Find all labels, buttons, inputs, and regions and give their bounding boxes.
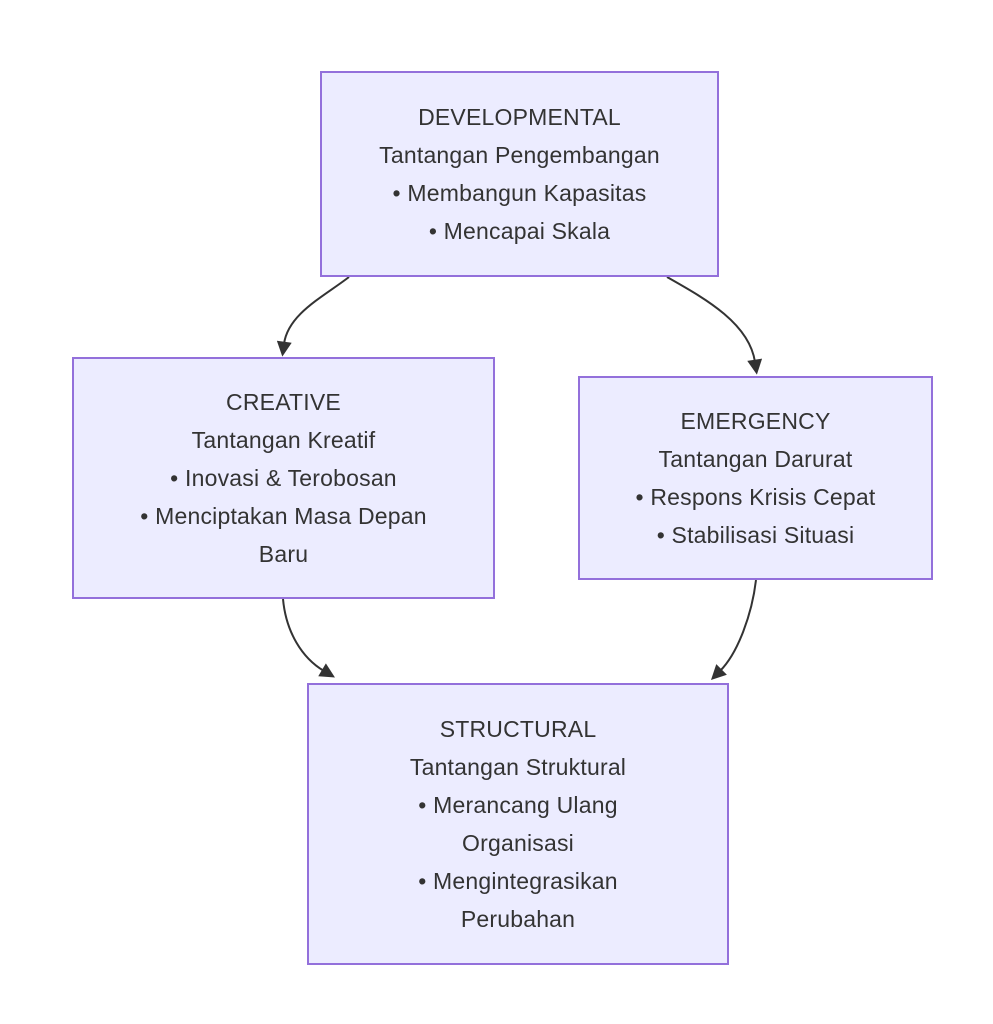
node-bullet: • Menciptakan Masa Depan <box>140 503 427 529</box>
node-bullet: • Mencapai Skala <box>428 218 611 244</box>
node-title: EMERGENCY <box>680 408 831 434</box>
node-bullet: • Merancang Ulang <box>418 792 618 818</box>
node-developmental: DEVELOPMENTAL Tantangan Pengembangan • M… <box>320 71 719 277</box>
node-line: Tantangan Kreatif <box>191 427 376 453</box>
node-creative: CREATIVE Tantangan Kreatif • Inovasi & T… <box>72 357 495 599</box>
node-bullet-continuation: Baru <box>258 541 309 567</box>
node-bullet: • Membangun Kapasitas <box>392 180 647 206</box>
node-bullet: • Respons Krisis Cepat <box>635 484 876 510</box>
node-bullet-continuation: Perubahan <box>460 906 576 932</box>
node-bullet-continuation: Organisasi <box>462 830 574 856</box>
node-title: STRUCTURAL <box>439 716 597 742</box>
edge-creative-to-structural <box>282 598 335 678</box>
node-title: CREATIVE <box>226 389 341 415</box>
node-bullet: • Inovasi & Terobosan <box>170 465 397 491</box>
node-title: DEVELOPMENTAL <box>418 104 621 130</box>
node-structural: STRUCTURAL Tantangan Struktural • Meranc… <box>307 683 729 965</box>
node-line: Tantangan Pengembangan <box>379 142 660 168</box>
node-line: Tantangan Darurat <box>658 446 853 472</box>
node-emergency: EMERGENCY Tantangan Darurat • Respons Kr… <box>578 376 933 580</box>
edge-emergency-to-structural <box>710 579 757 681</box>
edge-developmental-to-creative <box>276 276 350 357</box>
node-bullet: • Mengintegrasikan <box>418 868 618 894</box>
edge-developmental-to-emergency <box>666 276 763 375</box>
node-bullet: • Stabilisasi Situasi <box>656 522 855 548</box>
node-line: Tantangan Struktural <box>409 754 627 780</box>
